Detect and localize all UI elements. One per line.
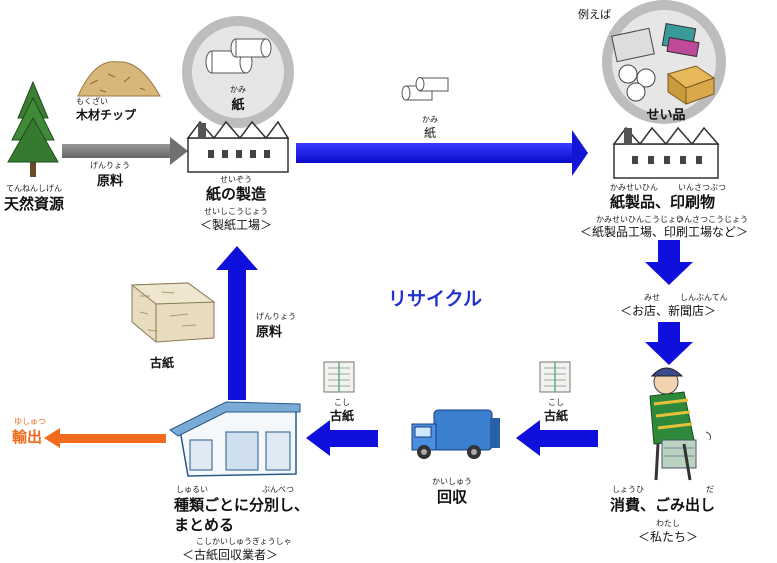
recycle-title: リサイクル [388,288,483,310]
dealer-sub: ＜古紙回収業者＞ [182,548,279,562]
arrow-shop-to-consumer [645,322,693,365]
arrow-paper-label: 紙 [423,126,437,140]
paper-mill-sub: ＜製紙工場＞ [199,218,273,232]
newspaper-stack-right [539,361,571,393]
consumer-ruby-left: しょうひ [612,485,644,494]
chips-ruby: もくざい [76,97,108,106]
dealer-sub-ruby: こしかいしゅうぎょうしゃ [196,537,292,546]
consumer-sub: ＜私たち＞ [637,530,699,544]
arrow-forest-to-mill [62,137,188,165]
arrow-collection-to-dealer [306,420,378,456]
dealer-label-2: まとめる [174,516,235,534]
product-factory-ruby-right: いんさつぶつ [678,183,726,192]
consumer-sub-ruby: わたし [656,519,680,528]
product-factory [612,126,720,179]
paper-bale [130,282,216,343]
newspaper-stack-mid [323,361,355,393]
raw-material-ruby-2: げんりょう [256,312,296,321]
chips-label: 木材チップ [76,108,137,122]
oldpaper-mid-label: 古紙 [329,409,355,423]
dealer-ruby-left: しゅるい [176,485,208,494]
export-ruby: ゆしゅつ [14,417,46,426]
product-factory-sub-ruby-left: かみせいひんこうじょう [596,215,684,224]
products-label: せい品 [646,108,686,123]
consumer-label: 消費、ごみ出し [610,496,716,514]
dealer-label-1: 種類ごとに分別し、 [174,496,310,514]
paper-mill-label: 紙の製造 [205,185,267,203]
paper-mill-ruby: せいぞう [220,175,252,184]
paper-mill-sub-ruby: せいしこうじょう [204,207,268,216]
dealer-ruby-right: ぶんべつ [262,485,294,494]
oldpaper-right-label: 古紙 [543,409,569,423]
raw-material-label-2: 原料 [256,325,283,340]
recycler-building [169,401,301,477]
product-factory-label: 紙製品、印刷物 [610,193,716,211]
oldpaper-mid-ruby: こし [334,398,350,407]
forest-label: 天然資源 [3,195,65,213]
person-illustration [649,367,711,481]
raw-material-label-1: 原料 [96,174,124,189]
arrow-dealer-to-mill [216,246,258,400]
product-factory-sub: ＜紙製品工場、印刷工場など＞ [580,225,749,239]
shop-label: ＜お店、新聞店＞ [620,304,717,318]
forest-ruby: てんねんしげん [6,184,62,193]
examples-prefix: 例えば [578,8,611,21]
tree-illustration [7,80,59,177]
products-circle [602,0,726,124]
paper-rolls-small [401,77,449,101]
paper-circle-label: 紙 [231,98,245,113]
oldpaper-right-ruby: こし [548,398,564,407]
shop-ruby-left: みせ [644,293,660,302]
shop-ruby-right: しんぶんてん [680,293,728,302]
collection-label: 回収 [436,488,468,506]
export-label: 輸出 [12,428,43,446]
raw-material-ruby-1: げんりょう [90,161,130,170]
consumer-ruby-right: だ [706,485,714,494]
product-factory-sub-ruby-right: いんさつこうじょう [676,215,748,224]
arrow-consumer-to-collection [516,420,598,456]
product-factory-ruby-left: かみせいひん [610,183,658,192]
arrow-export [44,428,166,448]
paper-circle [182,16,294,128]
arrow-mill-to-products [296,130,588,176]
garbage-truck [411,409,500,459]
paper-mill-factory [186,120,290,173]
arrow-paper-ruby: かみ [422,115,438,124]
arrow-products-to-shop [645,240,693,285]
paper-circle-ruby: かみ [230,85,246,94]
wood-chips-illustration [77,61,161,97]
bale-label: 古紙 [150,356,175,370]
collection-ruby: かいしゅう [432,477,472,486]
